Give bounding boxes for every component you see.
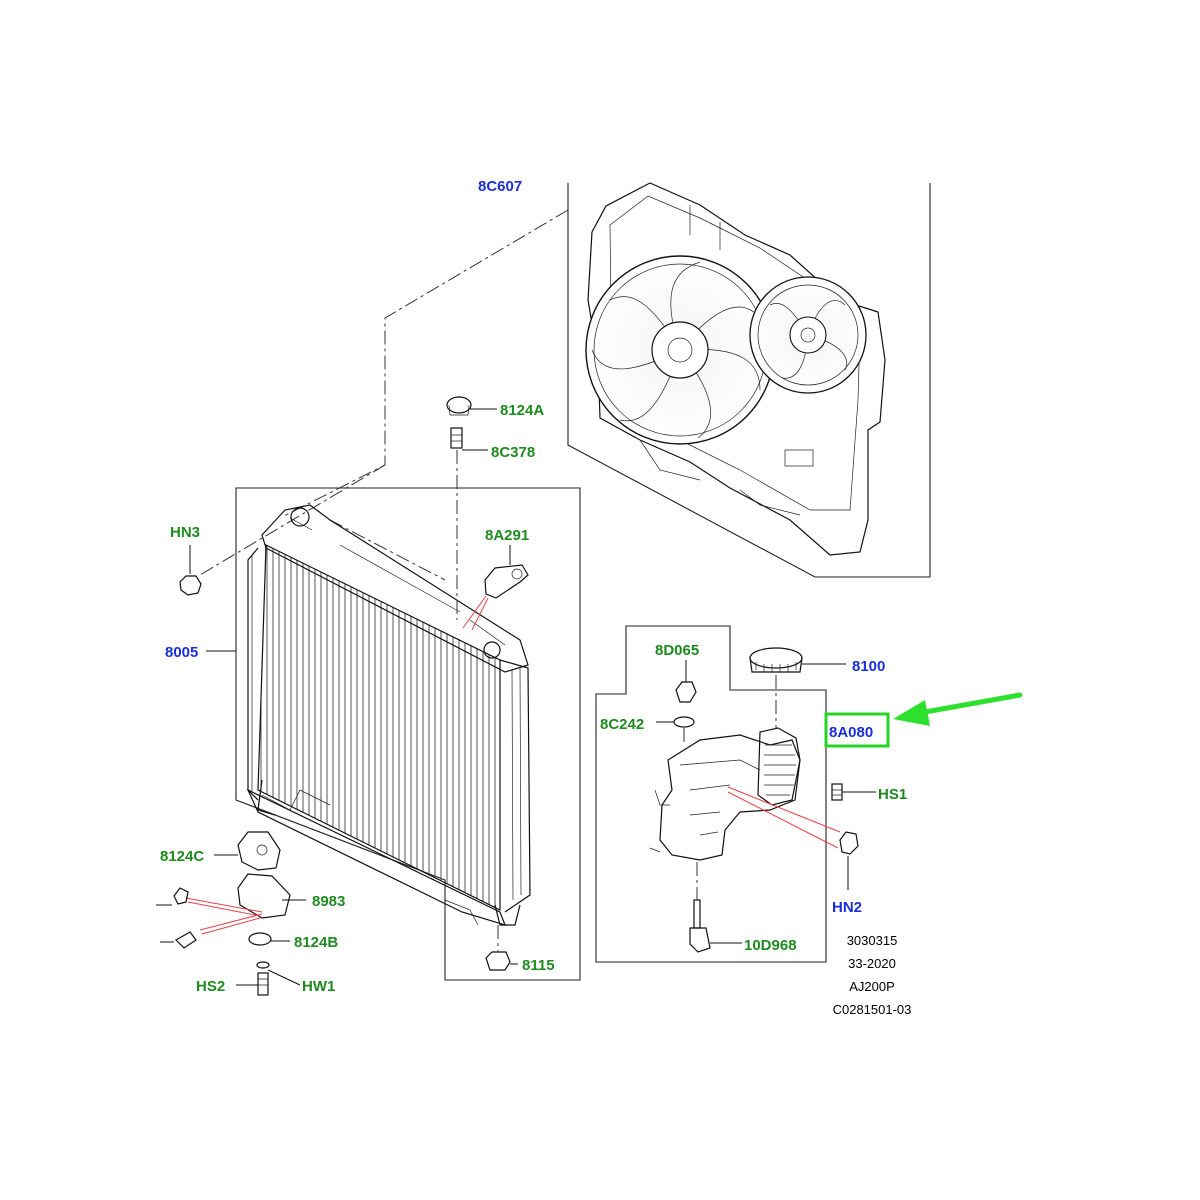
label-bleed-cap: 8124A	[500, 402, 544, 419]
clip-hn3	[179, 545, 202, 596]
small-fasteners	[156, 887, 197, 949]
nut-hn2	[839, 831, 859, 890]
seal-8c242	[656, 716, 695, 745]
radiator-core	[257, 544, 501, 911]
bleed-screw-8c378	[450, 427, 488, 620]
coolant-reservoir	[649, 727, 801, 861]
reservoir-guide-lines	[727, 786, 841, 849]
sensor-10d968	[689, 862, 742, 953]
reservoir-group	[595, 625, 827, 963]
label-reservoir: 8A080	[829, 724, 873, 741]
label-mount-8124c: 8124C	[160, 848, 204, 865]
label-radiator: 8005	[165, 644, 198, 661]
reference-line-3: AJ200P	[849, 979, 895, 994]
drain-8115	[485, 925, 518, 971]
reference-line-1: 3030315	[847, 933, 898, 948]
label-hs2: HS2	[196, 978, 225, 995]
fasteners-hs2-hw1	[236, 961, 301, 996]
fan-leader-line	[281, 209, 569, 518]
label-cap-8100: 8100	[852, 658, 885, 675]
screw-hs1	[831, 783, 876, 801]
bracket-8a291	[462, 545, 529, 631]
insulator-8124b	[248, 932, 290, 946]
cap-8100	[749, 647, 846, 728]
bracket-leader-line	[329, 519, 446, 581]
fan-assembly	[567, 182, 931, 578]
label-hn3: HN3	[170, 524, 200, 541]
label-fan-assembly: 8C607	[478, 178, 522, 195]
label-sensor-10d968: 10D968	[744, 937, 797, 954]
label-bleed-screw: 8C378	[491, 444, 535, 461]
label-insulator-8124b: 8124B	[294, 934, 338, 951]
label-hs1: HS1	[878, 786, 907, 803]
label-hw1: HW1	[302, 978, 335, 995]
arrow-pointer-icon	[893, 692, 1023, 726]
bleed-cap-8124a	[446, 396, 497, 416]
label-drain-8115: 8115	[522, 957, 555, 974]
label-valve-8d065: 8D065	[655, 642, 699, 659]
hn3-leader-line	[199, 464, 386, 576]
large-fan	[585, 255, 775, 445]
reference-line-2: 33-2020	[848, 956, 896, 971]
label-seal-8c242: 8C242	[600, 716, 644, 733]
valve-8d065	[675, 660, 697, 703]
small-fan	[749, 276, 867, 394]
mount-8124c	[214, 831, 281, 871]
bracket-8983	[185, 873, 306, 935]
radiator-group	[235, 487, 581, 981]
label-hn2: HN2	[832, 899, 862, 916]
reservoir-highlight-box	[824, 712, 890, 748]
label-bracket-8983: 8983	[312, 893, 345, 910]
label-bracket-8a291: 8A291	[485, 527, 529, 544]
reference-line-4: C0281501-03	[833, 1002, 912, 1017]
